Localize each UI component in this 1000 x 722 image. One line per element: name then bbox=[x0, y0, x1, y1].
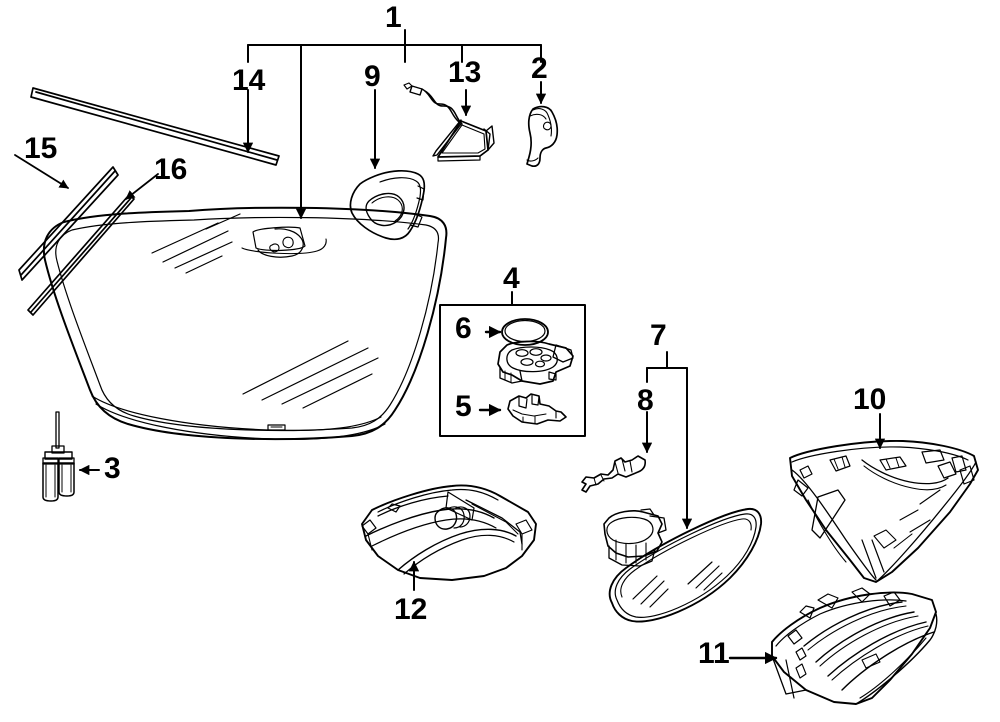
callout-label-2: 2 bbox=[531, 52, 548, 85]
part-inside-rearview-mirror bbox=[603, 507, 763, 623]
part-sensor-body bbox=[497, 340, 574, 385]
callout-label-1: 1 bbox=[385, 1, 402, 34]
part-9-sensor-cover bbox=[349, 170, 426, 241]
callout-label-4: 4 bbox=[503, 262, 520, 295]
bracket-1 bbox=[247, 29, 542, 63]
part-11-storage-tray bbox=[728, 587, 938, 705]
bracket-7 bbox=[646, 351, 693, 530]
part-3-adhesive-applicator bbox=[42, 411, 100, 502]
callout-label-11: 11 bbox=[698, 637, 730, 670]
part-14-upper-molding bbox=[30, 87, 280, 166]
callout-label-3: 3 bbox=[104, 452, 121, 485]
callout-label-6: 6 bbox=[455, 312, 472, 345]
callout-label-9: 9 bbox=[364, 60, 381, 93]
callout-label-15: 15 bbox=[24, 132, 58, 165]
callout-label-13: 13 bbox=[448, 56, 482, 89]
part-15-side-molding bbox=[14, 154, 119, 281]
callout-label-8: 8 bbox=[637, 384, 654, 417]
part-10-overhead-console bbox=[789, 413, 979, 583]
part-5-retaining-clip bbox=[478, 393, 567, 425]
part-12-dome-lamp bbox=[361, 484, 537, 591]
callout-label-12: 12 bbox=[394, 593, 428, 626]
callout-label-10: 10 bbox=[853, 383, 887, 416]
callout-label-16: 16 bbox=[154, 153, 188, 186]
part-8-wiring-bracket bbox=[581, 455, 646, 493]
callout-label-7: 7 bbox=[650, 319, 667, 352]
part-2-mirror-support-arm bbox=[526, 105, 559, 168]
part-16-inner-molding bbox=[27, 173, 159, 316]
callout-label-14: 14 bbox=[232, 64, 266, 97]
part-windshield-glass bbox=[43, 206, 448, 441]
callout-label-5: 5 bbox=[455, 390, 472, 423]
part-13-sensor-bracket bbox=[403, 82, 495, 162]
part-4-assembly-box bbox=[439, 291, 586, 437]
